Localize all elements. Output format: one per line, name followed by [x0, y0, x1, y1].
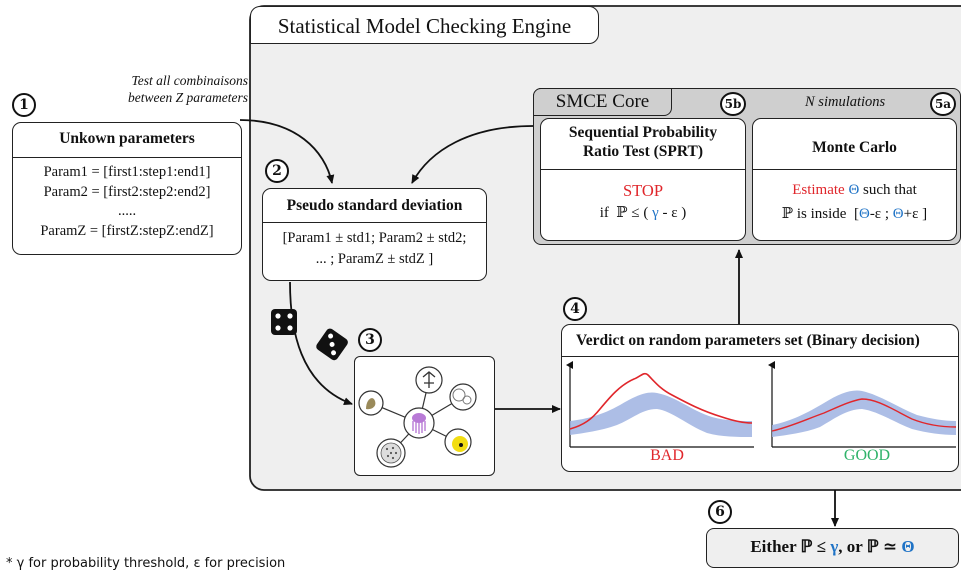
step-6-badge: 6	[708, 500, 732, 524]
result-text: Either ℙ ≤ γ, or ℙ ≃ Θ	[707, 537, 958, 557]
monte-estimate: Estimate	[792, 182, 845, 198]
divider	[13, 157, 241, 158]
divider	[263, 222, 486, 223]
pseudo-std-title: Pseudo standard deviation	[286, 197, 463, 214]
param-line: ParamZ = [firstZ:stepZ:endZ]	[40, 222, 214, 239]
step-2-badge: 2	[265, 159, 289, 183]
plankton-node-icon	[415, 366, 443, 394]
step-5a-text: 5a	[934, 97, 952, 111]
step-5b-text: 5b	[724, 97, 742, 111]
divider	[541, 169, 745, 170]
pseudo-std-box: Pseudo standard deviation [Param1 ± std1…	[262, 188, 487, 281]
dice-icon	[271, 309, 297, 335]
dice-icon	[316, 328, 348, 361]
divider	[562, 356, 958, 357]
engine-title-box: Statistical Model Checking Engine	[250, 6, 599, 44]
divider	[753, 169, 956, 170]
sprt-if: if	[599, 205, 609, 221]
yellow-node-icon	[444, 428, 472, 456]
monte-plus-eps: +ε ]	[903, 206, 928, 222]
bad-curve	[569, 372, 753, 430]
monte-theta-1: Θ	[858, 206, 870, 222]
monte-inside: ℙ is inside	[781, 206, 847, 222]
sprt-box: Sequential Probability Ratio Test (SPRT)…	[540, 118, 746, 241]
result-gamma: γ	[830, 537, 839, 556]
arrow-pseudo-to-sim	[289, 281, 353, 406]
verdict-box: Verdict on random parameters set (Binary…	[561, 324, 959, 472]
agent-network-illustration	[358, 366, 477, 468]
step-5b-badge: 5b	[720, 92, 746, 116]
result-either: Either ℙ ≤	[750, 537, 827, 556]
pseudo-std-line-2: ... ; ParamZ ± stdZ ]	[315, 251, 434, 267]
smce-core-title-box: SMCE Core	[533, 88, 672, 116]
unknown-params-box: Unkown parameters Param1 = [first1:step1…	[12, 122, 242, 255]
monte-theta-2: Θ	[892, 206, 904, 222]
note-line-2: between Z parameters	[128, 90, 248, 105]
sprt-title-line-1: Sequential Probability	[568, 124, 718, 141]
result-or: , or ℙ ≃	[838, 537, 898, 556]
verdict-charts	[566, 361, 957, 448]
sprt-title-line-2: Ratio Test (SPRT)	[582, 143, 704, 160]
engine-title: Statistical Model Checking Engine	[277, 14, 572, 38]
bad-band	[570, 392, 752, 437]
footnote: * γ for probability threshold, ε for pre…	[6, 556, 286, 571]
result-theta: Θ	[901, 537, 915, 556]
sprt-rest: - ε )	[662, 205, 687, 221]
monte-bracket: [	[853, 206, 859, 222]
param-line: Param2 = [first2:step2:end2]	[43, 183, 211, 200]
central-node-icon	[403, 407, 435, 439]
cell-node-icon	[449, 383, 477, 411]
step-5a-badge: 5a	[930, 92, 956, 116]
arrow-core-to-pseudo	[411, 125, 534, 184]
step-4-badge: 4	[563, 297, 587, 321]
n-simulations-label: N simulations	[805, 94, 886, 110]
verdict-title: Verdict on random parameters set (Binary…	[576, 332, 920, 349]
monte-such-that: such that	[863, 182, 917, 198]
monte-carlo-box: Monte Carlo Estimate Θ such that ℙ is in…	[752, 118, 957, 241]
pseudo-std-line-1: [Param1 ± std1; Param2 ± std2;	[282, 230, 467, 246]
arrow-unknown-to-pseudo	[239, 119, 335, 184]
good-label: GOOD	[843, 447, 891, 464]
monte-carlo-title: Monte Carlo	[812, 139, 897, 156]
smce-core-title: SMCE Core	[555, 91, 650, 112]
result-box: Either ℙ ≤ γ, or ℙ ≃ Θ	[706, 528, 959, 568]
dotted-node-icon	[376, 438, 406, 468]
unknown-params-title: Unkown parameters	[59, 130, 195, 147]
good-curve	[771, 398, 957, 432]
monte-minus-eps: -ε ;	[869, 206, 890, 222]
good-band	[772, 390, 956, 437]
step-1-badge: 1	[12, 93, 36, 117]
monte-theta: Θ	[848, 182, 860, 198]
organism-node-icon	[358, 390, 384, 416]
note-line-1: Test all combinaisons	[131, 73, 248, 88]
sprt-condition: if ℙ ≤ ( γ - ε )	[541, 203, 745, 222]
sprt-p: ℙ ≤ (	[616, 205, 649, 221]
simulation-box	[354, 356, 495, 476]
step-3-badge: 3	[358, 328, 382, 352]
bad-label: BAD	[650, 447, 684, 464]
sprt-stop: STOP	[622, 181, 664, 200]
monte-inside-line: ℙ is inside [Θ-ε ; Θ+ε ]	[753, 204, 956, 223]
sprt-gamma: γ	[652, 205, 659, 221]
param-list: Param1 = [first1:step1:end1] Param2 = [f…	[13, 163, 241, 241]
monte-estimate-line: Estimate Θ such that	[753, 182, 956, 199]
param-line: Param1 = [first1:step1:end1]	[43, 164, 211, 180]
note-test-combinations: Test all combinaisons between Z paramete…	[100, 72, 248, 106]
param-line: .....	[117, 203, 137, 219]
